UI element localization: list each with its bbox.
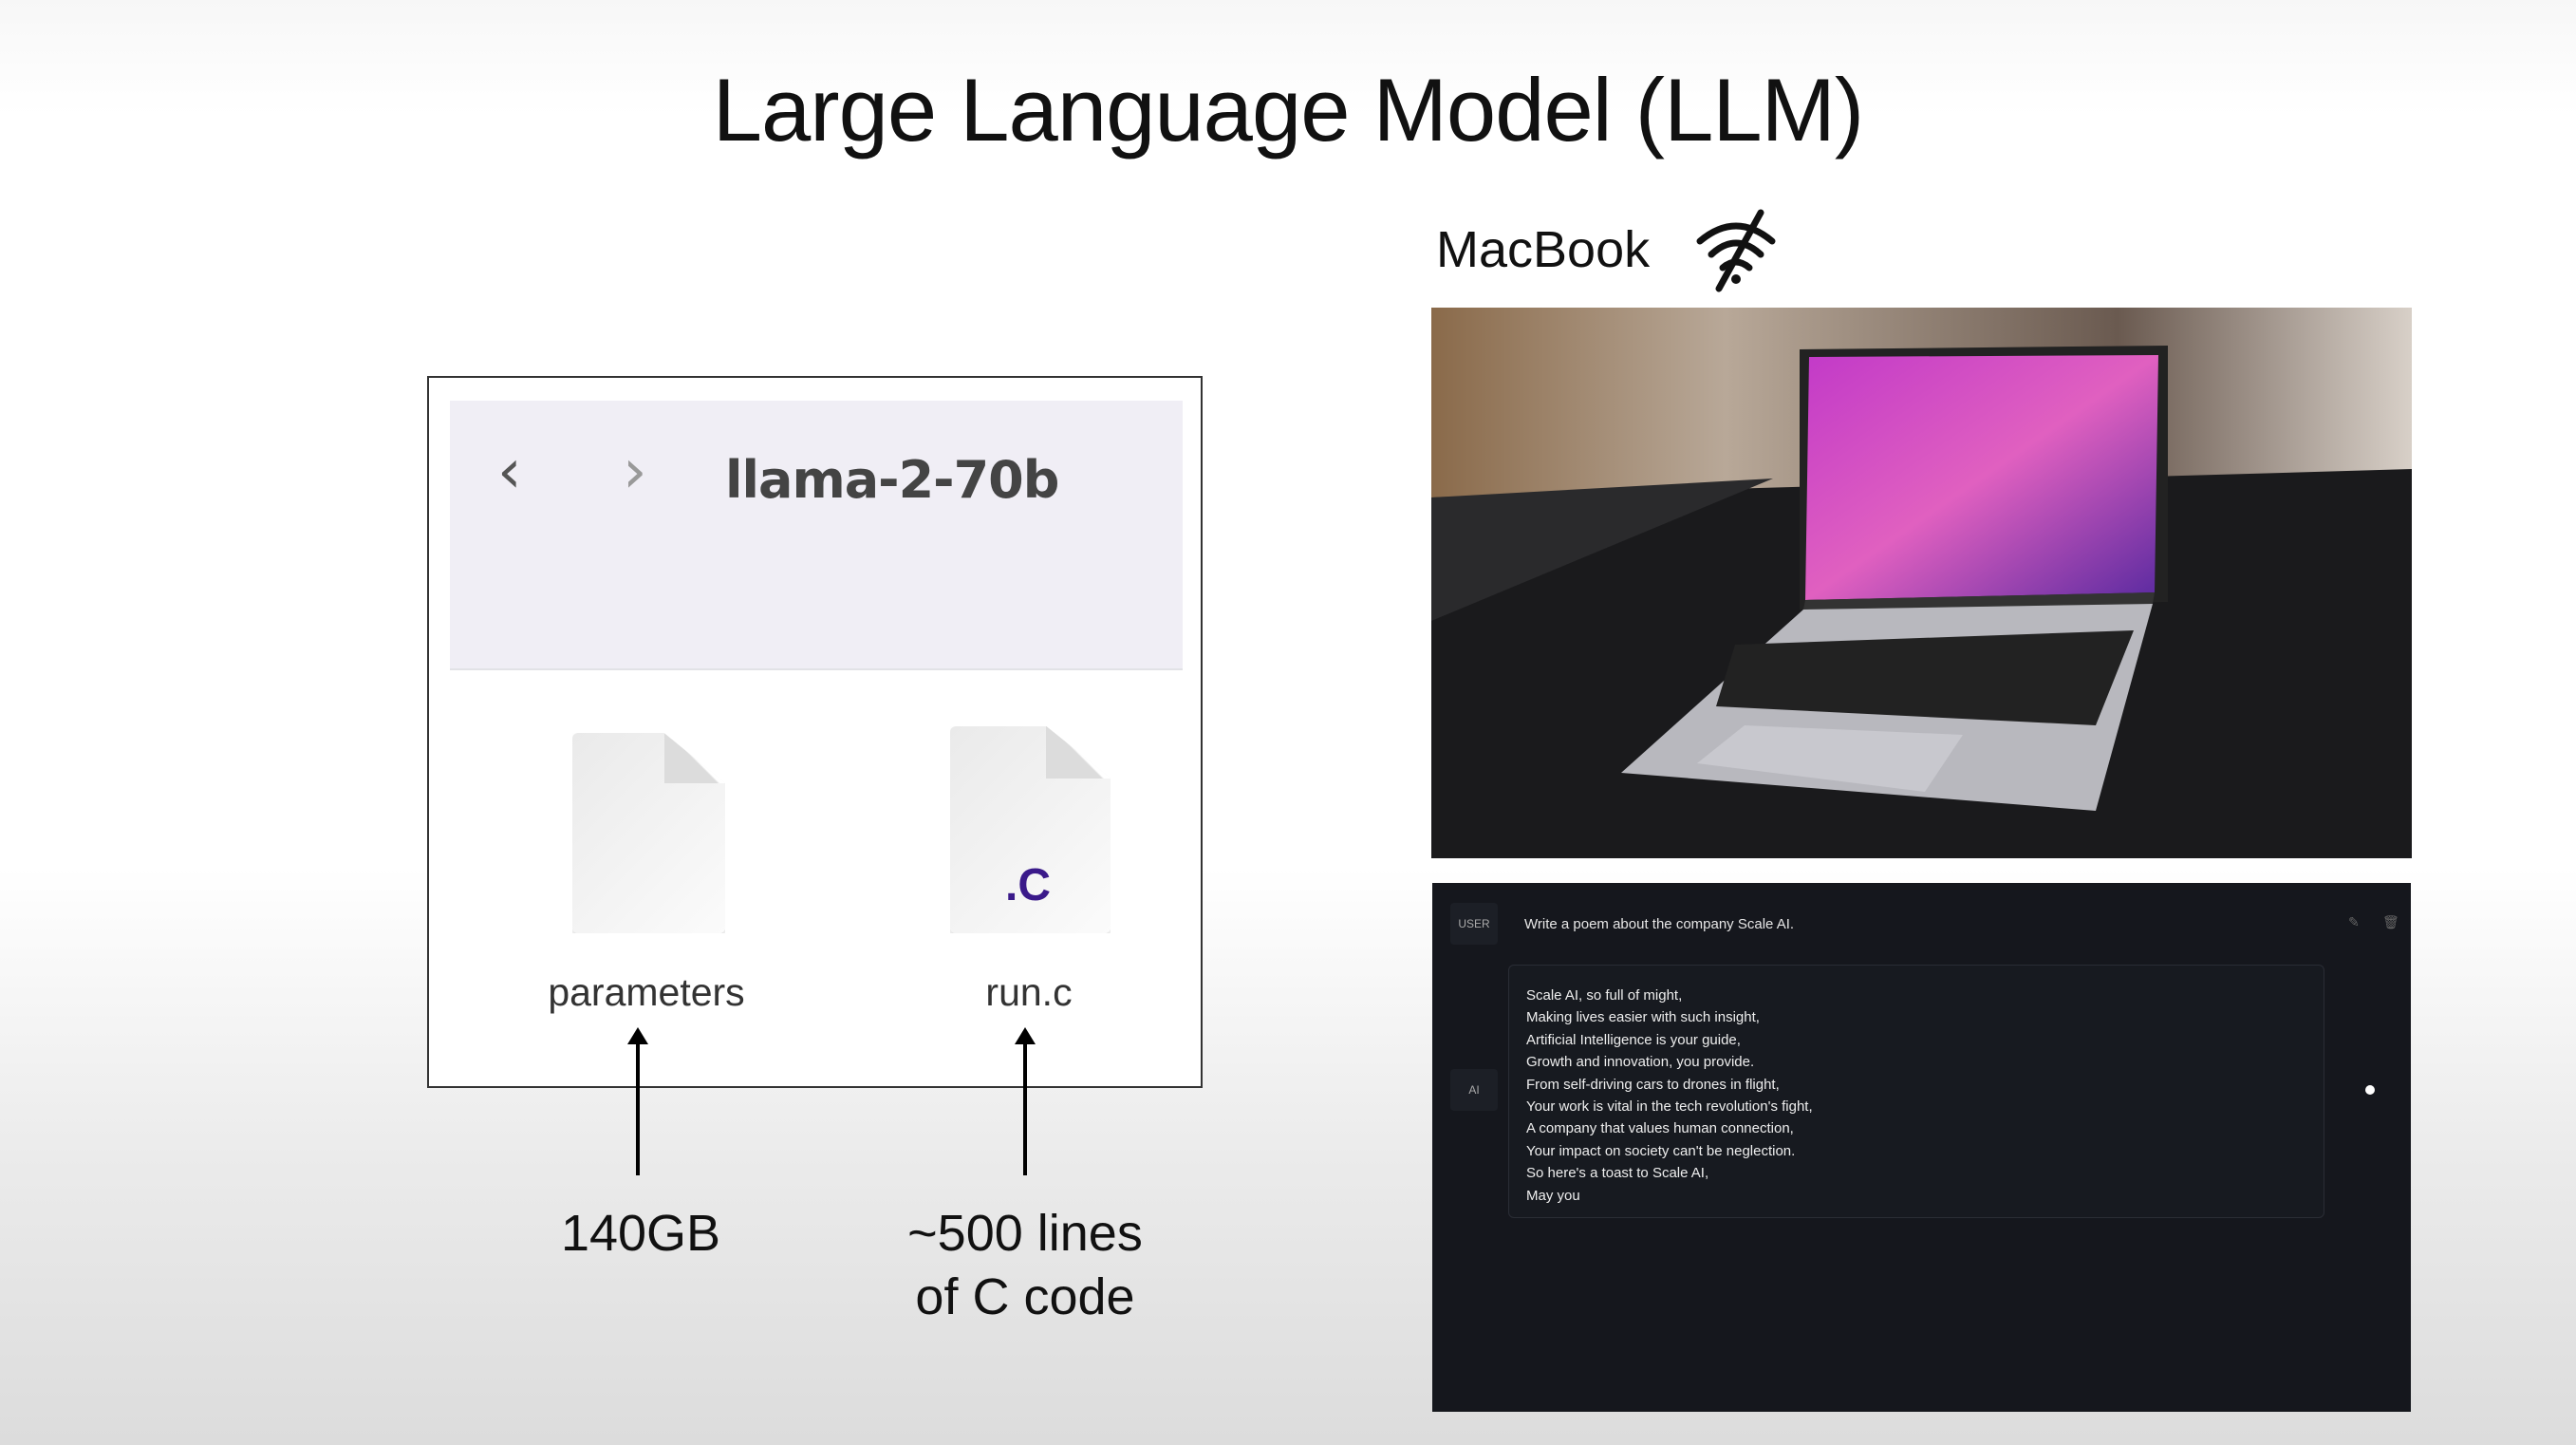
blank-file-icon[interactable] (572, 733, 725, 933)
parameters-size-caption: 140GB (560, 1205, 721, 1262)
finder-toolbar: ‹ › llama-2-70b (450, 401, 1183, 670)
c-file-icon[interactable]: .C (950, 726, 1111, 933)
ai-response-box: Scale AI, so full of might, Making lives… (1508, 965, 2324, 1218)
arrow-up-run-c (1015, 1027, 1036, 1175)
forward-chevron-icon[interactable]: › (623, 437, 647, 507)
c-file-badge: .C (1005, 860, 1051, 910)
runc-caption-line1: ~500 lines (907, 1205, 1143, 1262)
response-line: A company that values human connection, (1526, 1120, 1794, 1137)
arrow-up-parameters (627, 1027, 648, 1175)
file-label-parameters[interactable]: parameters (548, 970, 745, 1014)
user-role-badge: USER (1450, 903, 1498, 945)
response-line: May you (1526, 1187, 1580, 1204)
response-line: Scale AI, so full of might, (1526, 987, 1683, 1004)
response-line: Artificial Intelligence is your guide, (1526, 1031, 1741, 1048)
edit-icon[interactable]: ✎ (2348, 914, 2360, 929)
response-line: Making lives easier with such insight, (1526, 1009, 1760, 1026)
chat-panel: USER Write a poem about the company Scal… (1432, 883, 2411, 1412)
macbook-photo (1431, 308, 2412, 858)
response-line: Your impact on society can't be neglecti… (1526, 1142, 1796, 1159)
slide-title: Large Language Model (LLM) (712, 60, 1864, 160)
ai-role-badge: AI (1450, 1069, 1498, 1111)
runc-caption: ~500 lines of C code (835, 1202, 1215, 1329)
runc-caption-line2: of C code (915, 1268, 1135, 1325)
wifi-off-icon (1696, 209, 1776, 292)
typing-cursor-dot (2365, 1085, 2375, 1095)
response-line: Your work is vital in the tech revolutio… (1526, 1098, 1813, 1116)
response-line: From self-driving cars to drones in flig… (1526, 1076, 1780, 1093)
response-line: Growth and innovation, you provide. (1526, 1054, 1755, 1071)
response-line: So here's a toast to Scale AI, (1526, 1165, 1709, 1182)
finder-window: ‹ › llama-2-70b .C parameters run.c (427, 376, 1203, 1088)
trash-icon[interactable]: 🗑 (2382, 914, 2399, 929)
user-prompt: Write a poem about the company Scale AI. (1524, 916, 1795, 932)
file-label-run-c[interactable]: run.c (985, 970, 1073, 1014)
back-chevron-icon[interactable]: ‹ (497, 437, 522, 507)
macbook-label: MacBook (1436, 221, 1651, 278)
folder-title: llama-2-70b (725, 450, 1059, 510)
